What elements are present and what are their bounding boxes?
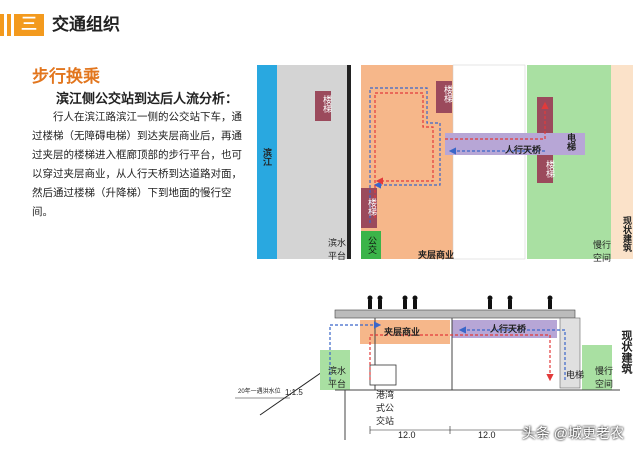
page-title: 交通组织 — [52, 15, 120, 34]
plan-river-label: 滨江 — [262, 148, 272, 166]
section-number: 三 — [14, 14, 44, 36]
plan-bus-label: 公交 — [367, 236, 377, 254]
dimension-label: 12.0 — [398, 430, 416, 440]
plan-bridge-label: 人行天桥 — [505, 145, 542, 155]
dimension-label: 12.0 — [478, 430, 496, 440]
plan-elevator-label: 电梯 — [566, 133, 576, 151]
analysis-title: 滨江侧公交站到达后人流分析： — [56, 91, 239, 106]
plan-mezzanine-label: 夹层商业 — [418, 250, 455, 260]
section-subtitle: 步行换乘 — [32, 67, 100, 86]
section-existing-label: 现状建筑 — [620, 330, 632, 374]
section-bus-stop-label: 港湾式公交站 — [376, 390, 395, 426]
section-slow-space-label: 慢行空间 — [594, 366, 613, 389]
plan-existing-label: 现状建筑 — [622, 216, 632, 252]
watermark: 头条 @城更老农 — [521, 425, 624, 441]
plan-platform-label: 滨水平台 — [327, 238, 346, 261]
section-bridge-label: 人行天桥 — [490, 324, 527, 334]
flood-level-label: 20年一遇洪水位 — [238, 389, 281, 395]
section-diagram — [230, 290, 630, 445]
plan-stair-label: 楼梯 — [367, 198, 377, 216]
section-platform-label: 滨水平台 — [327, 366, 346, 389]
plan-stair-label: 楼梯 — [322, 95, 332, 113]
header-accent-bar — [7, 14, 11, 36]
header-accent-bar — [0, 14, 4, 36]
plan-stair-label: 楼梯 — [545, 160, 555, 178]
plan-stair-label: 楼梯 — [443, 85, 453, 103]
analysis-body: 行人在滨江路滨江一侧的公交站下车，通过楼梯（无障碍电梯）到达夹层商业后，再通过夹… — [32, 111, 242, 218]
plan-diagram — [255, 63, 635, 261]
slope-label: 1:1.5 — [285, 388, 303, 397]
section-elevator-label: 电梯 — [566, 370, 585, 380]
section-mezzanine-label: 夹层商业 — [384, 327, 421, 337]
plan-slow-space-label: 慢行空间 — [592, 240, 611, 263]
